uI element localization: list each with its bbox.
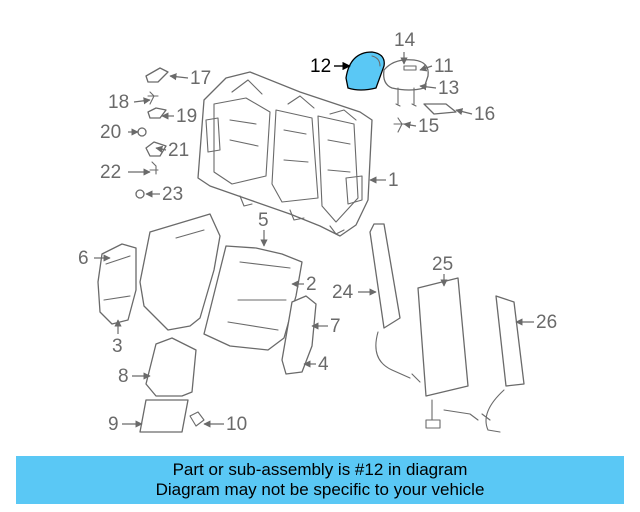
heater-mat-parts xyxy=(369,223,525,433)
callout-5[interactable]: 5 xyxy=(258,210,269,231)
callout-1[interactable]: 1 xyxy=(388,170,399,191)
callout-26[interactable]: 26 xyxy=(536,312,557,333)
callout-4[interactable]: 4 xyxy=(318,354,329,375)
callout-15[interactable]: 15 xyxy=(418,116,439,137)
callout-labels: 1 2 3 4 5 6 7 8 9 10 11 12 13 14 15 16 1… xyxy=(78,30,557,435)
callout-3[interactable]: 3 xyxy=(112,336,123,357)
callout-14[interactable]: 14 xyxy=(394,30,416,51)
headrest-12-highlighted xyxy=(345,51,385,91)
callout-8[interactable]: 8 xyxy=(118,366,129,387)
info-banner: Part or sub-assembly is #12 in diagram D… xyxy=(16,456,624,504)
callout-25[interactable]: 25 xyxy=(432,254,453,275)
headrest-part xyxy=(383,59,429,107)
callout-6[interactable]: 6 xyxy=(78,248,89,269)
callout-12[interactable]: 12 xyxy=(310,56,331,77)
callout-13[interactable]: 13 xyxy=(438,78,459,99)
callout-2[interactable]: 2 xyxy=(306,274,317,295)
banner-line-part-number: Part or sub-assembly is #12 in diagram xyxy=(172,460,468,479)
callout-20[interactable]: 20 xyxy=(100,122,121,143)
leader-lines xyxy=(94,52,534,428)
callout-18[interactable]: 18 xyxy=(108,92,129,113)
callout-19[interactable]: 19 xyxy=(176,106,197,127)
callout-24[interactable]: 24 xyxy=(332,282,354,303)
callout-9[interactable]: 9 xyxy=(108,414,119,435)
callout-10[interactable]: 10 xyxy=(226,414,247,435)
callout-23[interactable]: 23 xyxy=(162,184,183,205)
callout-11[interactable]: 11 xyxy=(434,56,454,77)
callout-22[interactable]: 22 xyxy=(100,162,121,183)
seat-cushion-trim-parts xyxy=(97,213,317,433)
callout-21[interactable]: 21 xyxy=(168,140,189,161)
seat-back-frame-part xyxy=(197,71,373,237)
parts-diagram: 1 2 3 4 5 6 7 8 9 10 11 12 13 14 15 16 1… xyxy=(78,30,557,435)
banner-line-disclaimer: Diagram may not be specific to your vehi… xyxy=(155,480,485,499)
callout-7[interactable]: 7 xyxy=(330,316,341,337)
callout-17[interactable]: 17 xyxy=(190,68,211,89)
callout-16[interactable]: 16 xyxy=(474,104,495,125)
